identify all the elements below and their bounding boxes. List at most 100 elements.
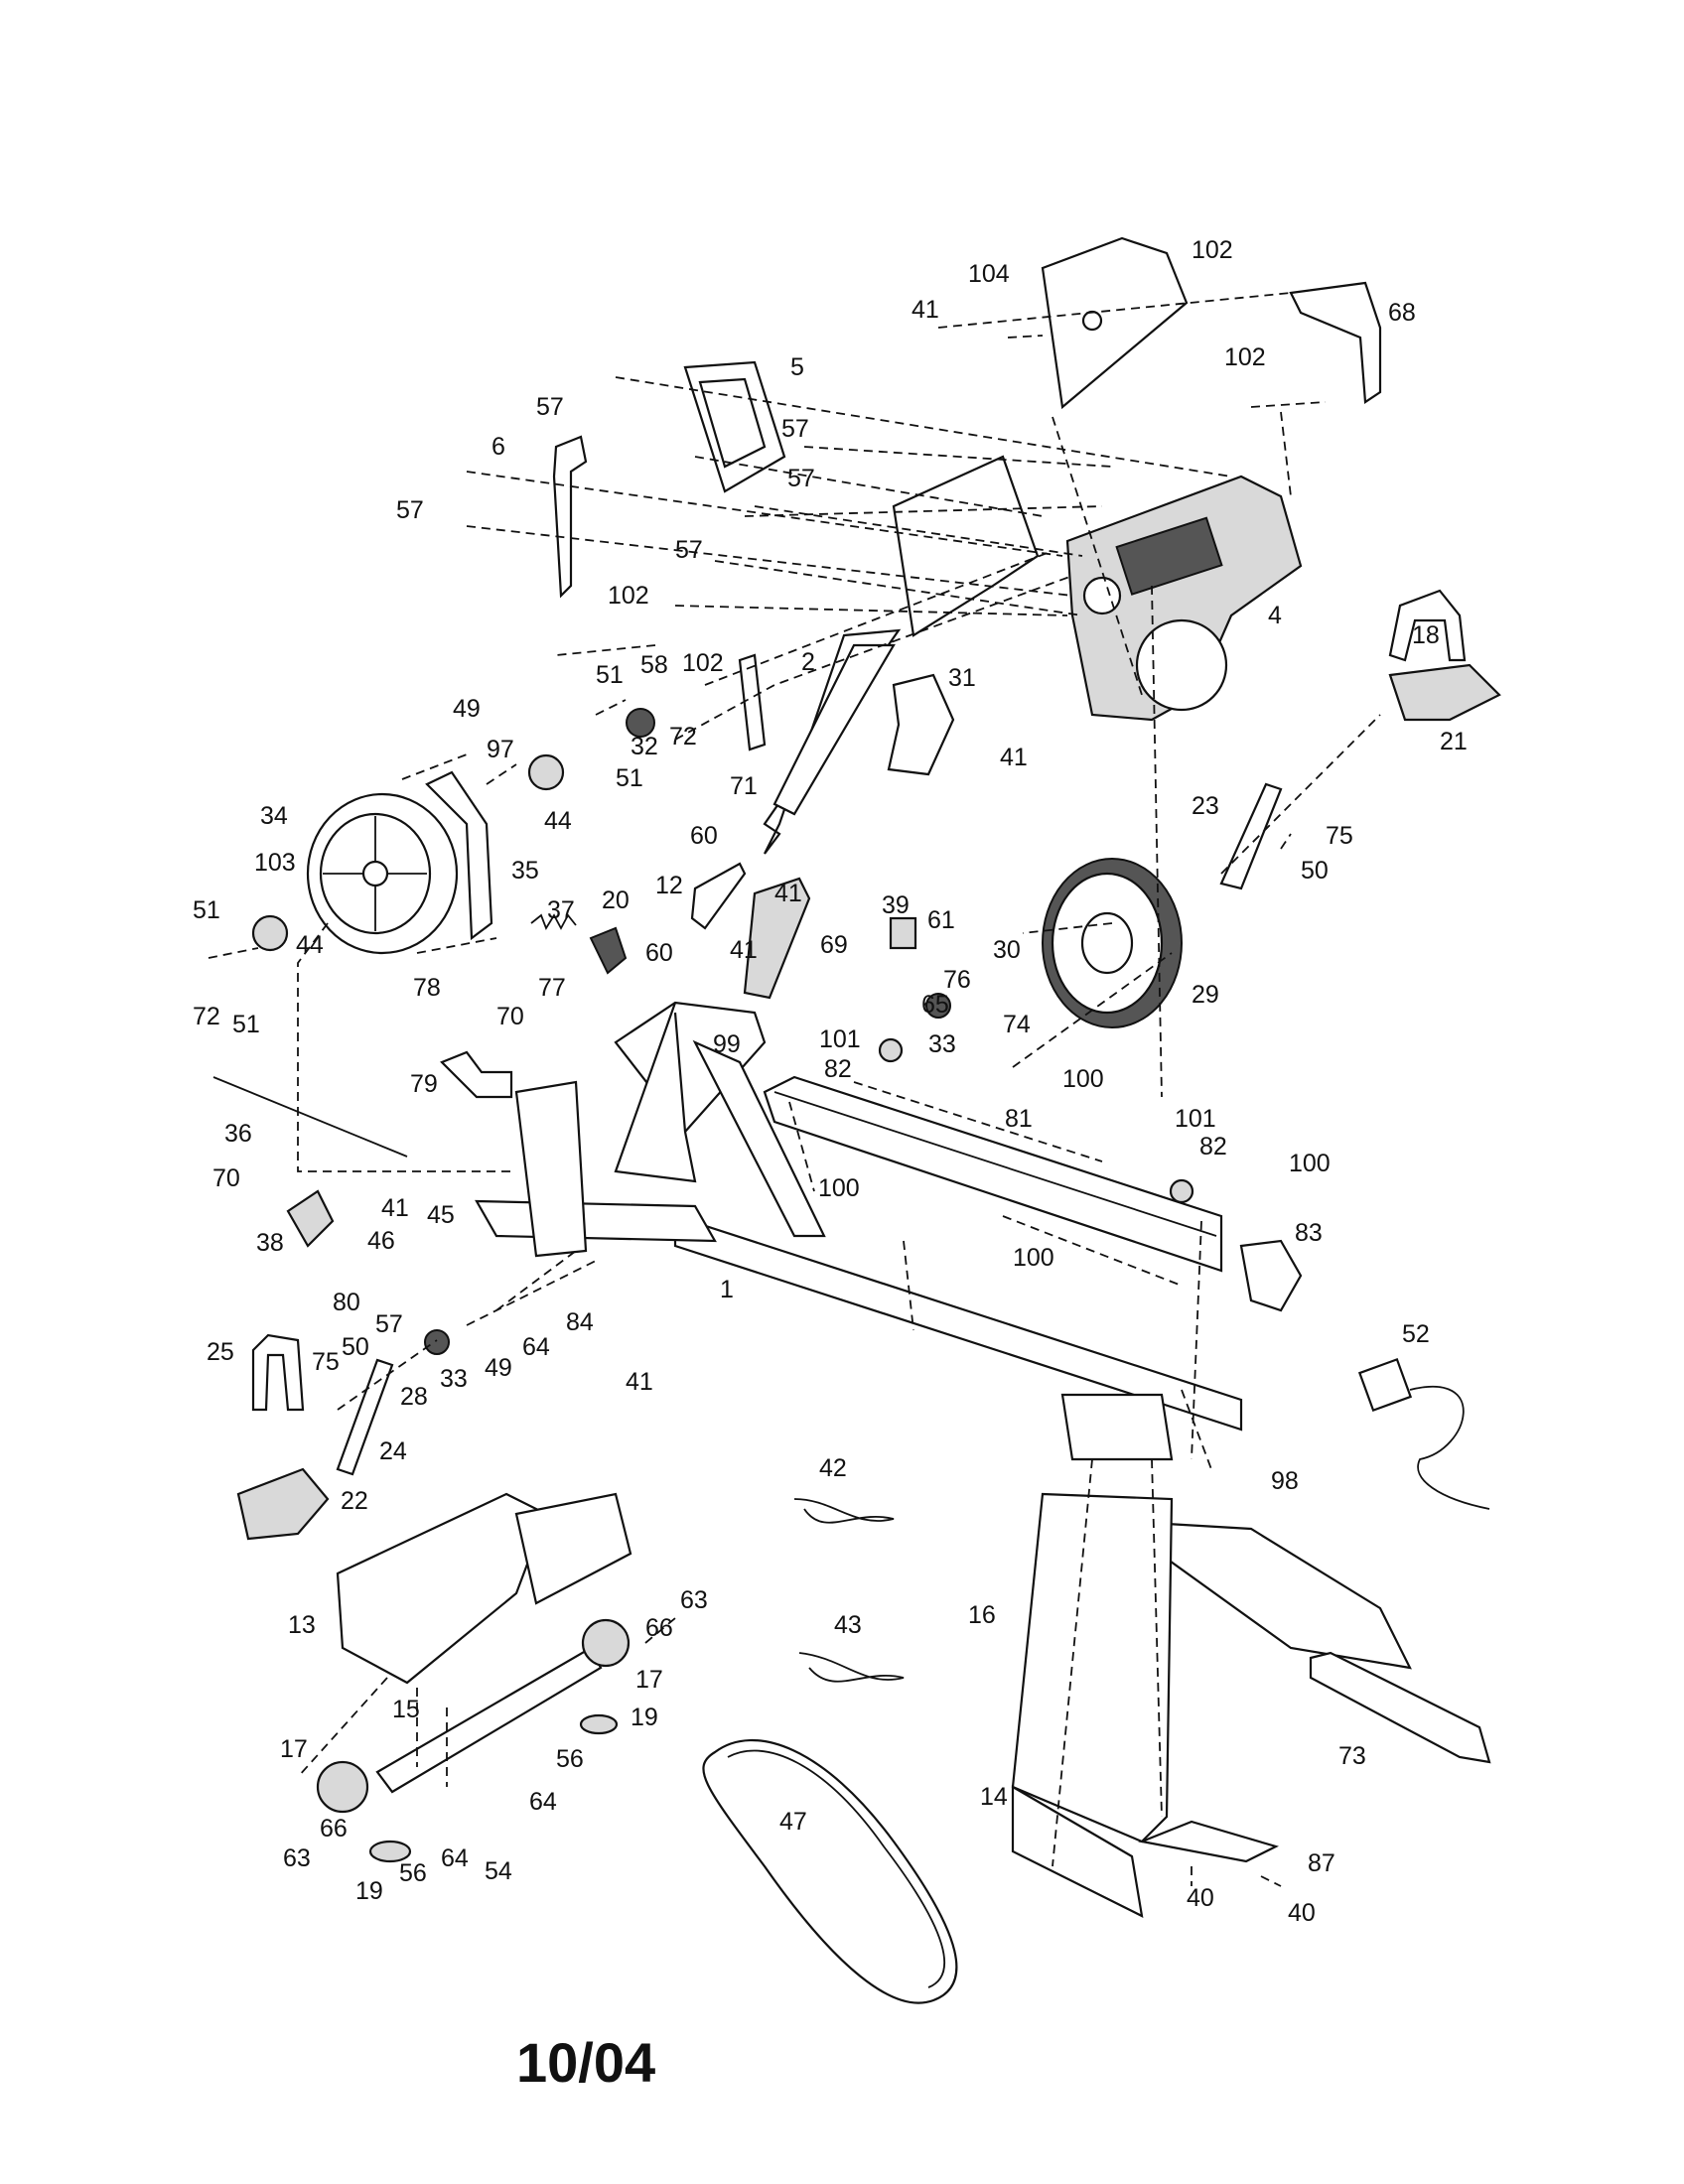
callout-79: 79 [410, 1070, 438, 1098]
part-20-tension-knob [589, 926, 628, 975]
part-16-rear-shroud [1011, 1492, 1174, 1843]
part-98-rear-shroud [1165, 1522, 1412, 1670]
callout-100-b: 100 [1289, 1150, 1331, 1177]
callout-51-d: 51 [232, 1011, 260, 1038]
callout-4: 4 [1268, 602, 1282, 629]
leader-lines [208, 292, 1381, 1887]
callout-21: 21 [1440, 728, 1468, 755]
callout-25: 25 [207, 1338, 234, 1366]
callout-30: 30 [993, 936, 1021, 964]
part-5-grip-cover [683, 360, 786, 493]
part-18-pedal-strap-right [1388, 589, 1467, 662]
part-47-drive-belt [702, 1738, 958, 2004]
callout-49-b: 49 [485, 1354, 512, 1382]
callout-41-b: 41 [1000, 744, 1028, 771]
callout-82-a: 82 [824, 1055, 852, 1083]
callout-56-b: 56 [399, 1859, 427, 1887]
callout-57-a: 57 [536, 393, 564, 421]
callout-57-f: 57 [375, 1310, 403, 1338]
callout-56-a: 56 [556, 1745, 584, 1773]
part-87-plate [1138, 1820, 1279, 1863]
part-13-stabilizer-cover-2 [514, 1492, 632, 1605]
callout-57-b: 57 [781, 415, 809, 443]
part-83-end-cap [1239, 1239, 1303, 1312]
callout-75-b: 75 [312, 1348, 340, 1376]
callout-100-c: 100 [818, 1174, 860, 1202]
callout-104: 104 [968, 260, 1010, 288]
part-52-power-adapter [1357, 1357, 1490, 1510]
part-33-bearing-left [424, 1329, 450, 1355]
callout-72-b: 72 [193, 1003, 220, 1030]
part-79-bracket [440, 1050, 513, 1099]
callout-103: 103 [254, 849, 296, 877]
callout-68: 68 [1388, 299, 1416, 327]
callout-35: 35 [511, 857, 539, 885]
part-73-rail-cover [1309, 1651, 1491, 1764]
callout-39: 39 [882, 891, 910, 919]
callout-78: 78 [413, 974, 441, 1002]
callout-71: 71 [730, 772, 758, 800]
callout-41-d: 41 [730, 936, 758, 964]
callout-76: 76 [943, 966, 971, 994]
callout-45: 45 [427, 1201, 455, 1229]
callout-31: 31 [948, 664, 976, 692]
callout-50-a: 50 [1301, 857, 1329, 885]
callout-57-c: 57 [787, 465, 815, 492]
callout-46: 46 [367, 1227, 395, 1255]
callout-41-e: 41 [381, 1194, 409, 1222]
callout-57-d: 57 [396, 496, 424, 524]
callout-19-a: 19 [631, 1704, 658, 1731]
callout-58: 58 [640, 651, 668, 679]
part-6-bracket [552, 435, 588, 599]
callout-47: 47 [779, 1808, 807, 1836]
callout-51-a: 51 [596, 661, 624, 689]
callout-13: 13 [288, 1611, 316, 1639]
callout-18: 18 [1412, 621, 1440, 649]
callout-16: 16 [968, 1601, 996, 1629]
callout-83: 83 [1295, 1219, 1323, 1247]
part-22-pedal-left [236, 1467, 330, 1541]
part-37-spring [530, 913, 577, 931]
part-19-leveler-right [579, 1713, 619, 1735]
callout-41-a: 41 [912, 296, 939, 324]
part-4-console [1065, 475, 1303, 722]
part-42-cable [793, 1498, 895, 1524]
callout-81: 81 [1005, 1105, 1033, 1133]
callout-102-c: 102 [608, 582, 649, 610]
callout-40-a: 40 [1187, 1884, 1214, 1912]
callout-54: 54 [485, 1857, 512, 1885]
callout-97: 97 [487, 736, 514, 763]
callout-29: 29 [1192, 981, 1219, 1009]
callout-28: 28 [400, 1383, 428, 1411]
part-81-rail [763, 1075, 1223, 1273]
callout-6: 6 [491, 433, 505, 461]
callout-84: 84 [566, 1308, 594, 1336]
callout-43: 43 [834, 1611, 862, 1639]
part-35-flywheel-cover [425, 770, 493, 941]
callout-34: 34 [260, 802, 288, 830]
callout-51-b: 51 [616, 764, 643, 792]
callout-63-b: 63 [283, 1844, 311, 1872]
callout-14: 14 [980, 1783, 1008, 1811]
callout-60-b: 60 [645, 939, 673, 967]
part-17-wheel-right [581, 1618, 631, 1668]
part-104-console-shroud [1041, 236, 1189, 410]
callout-2: 2 [801, 648, 815, 676]
callout-99: 99 [713, 1030, 741, 1058]
callout-102-d: 102 [682, 649, 724, 677]
callout-60-a: 60 [690, 822, 718, 850]
callout-74: 74 [1003, 1011, 1031, 1038]
part-33-bearing-right [925, 993, 951, 1019]
callout-87: 87 [1308, 1849, 1335, 1877]
callout-20: 20 [602, 887, 630, 914]
callout-72-a: 72 [669, 723, 697, 751]
part-23-crank-arm-right [1219, 782, 1283, 890]
part-12-handle [690, 862, 747, 930]
callout-17-b: 17 [280, 1735, 308, 1763]
part-29-drive-pulley [1042, 858, 1183, 1028]
callout-41-c: 41 [774, 880, 802, 907]
callout-41-f: 41 [626, 1368, 653, 1396]
part-43-cable [798, 1652, 905, 1683]
callout-65: 65 [921, 991, 949, 1019]
